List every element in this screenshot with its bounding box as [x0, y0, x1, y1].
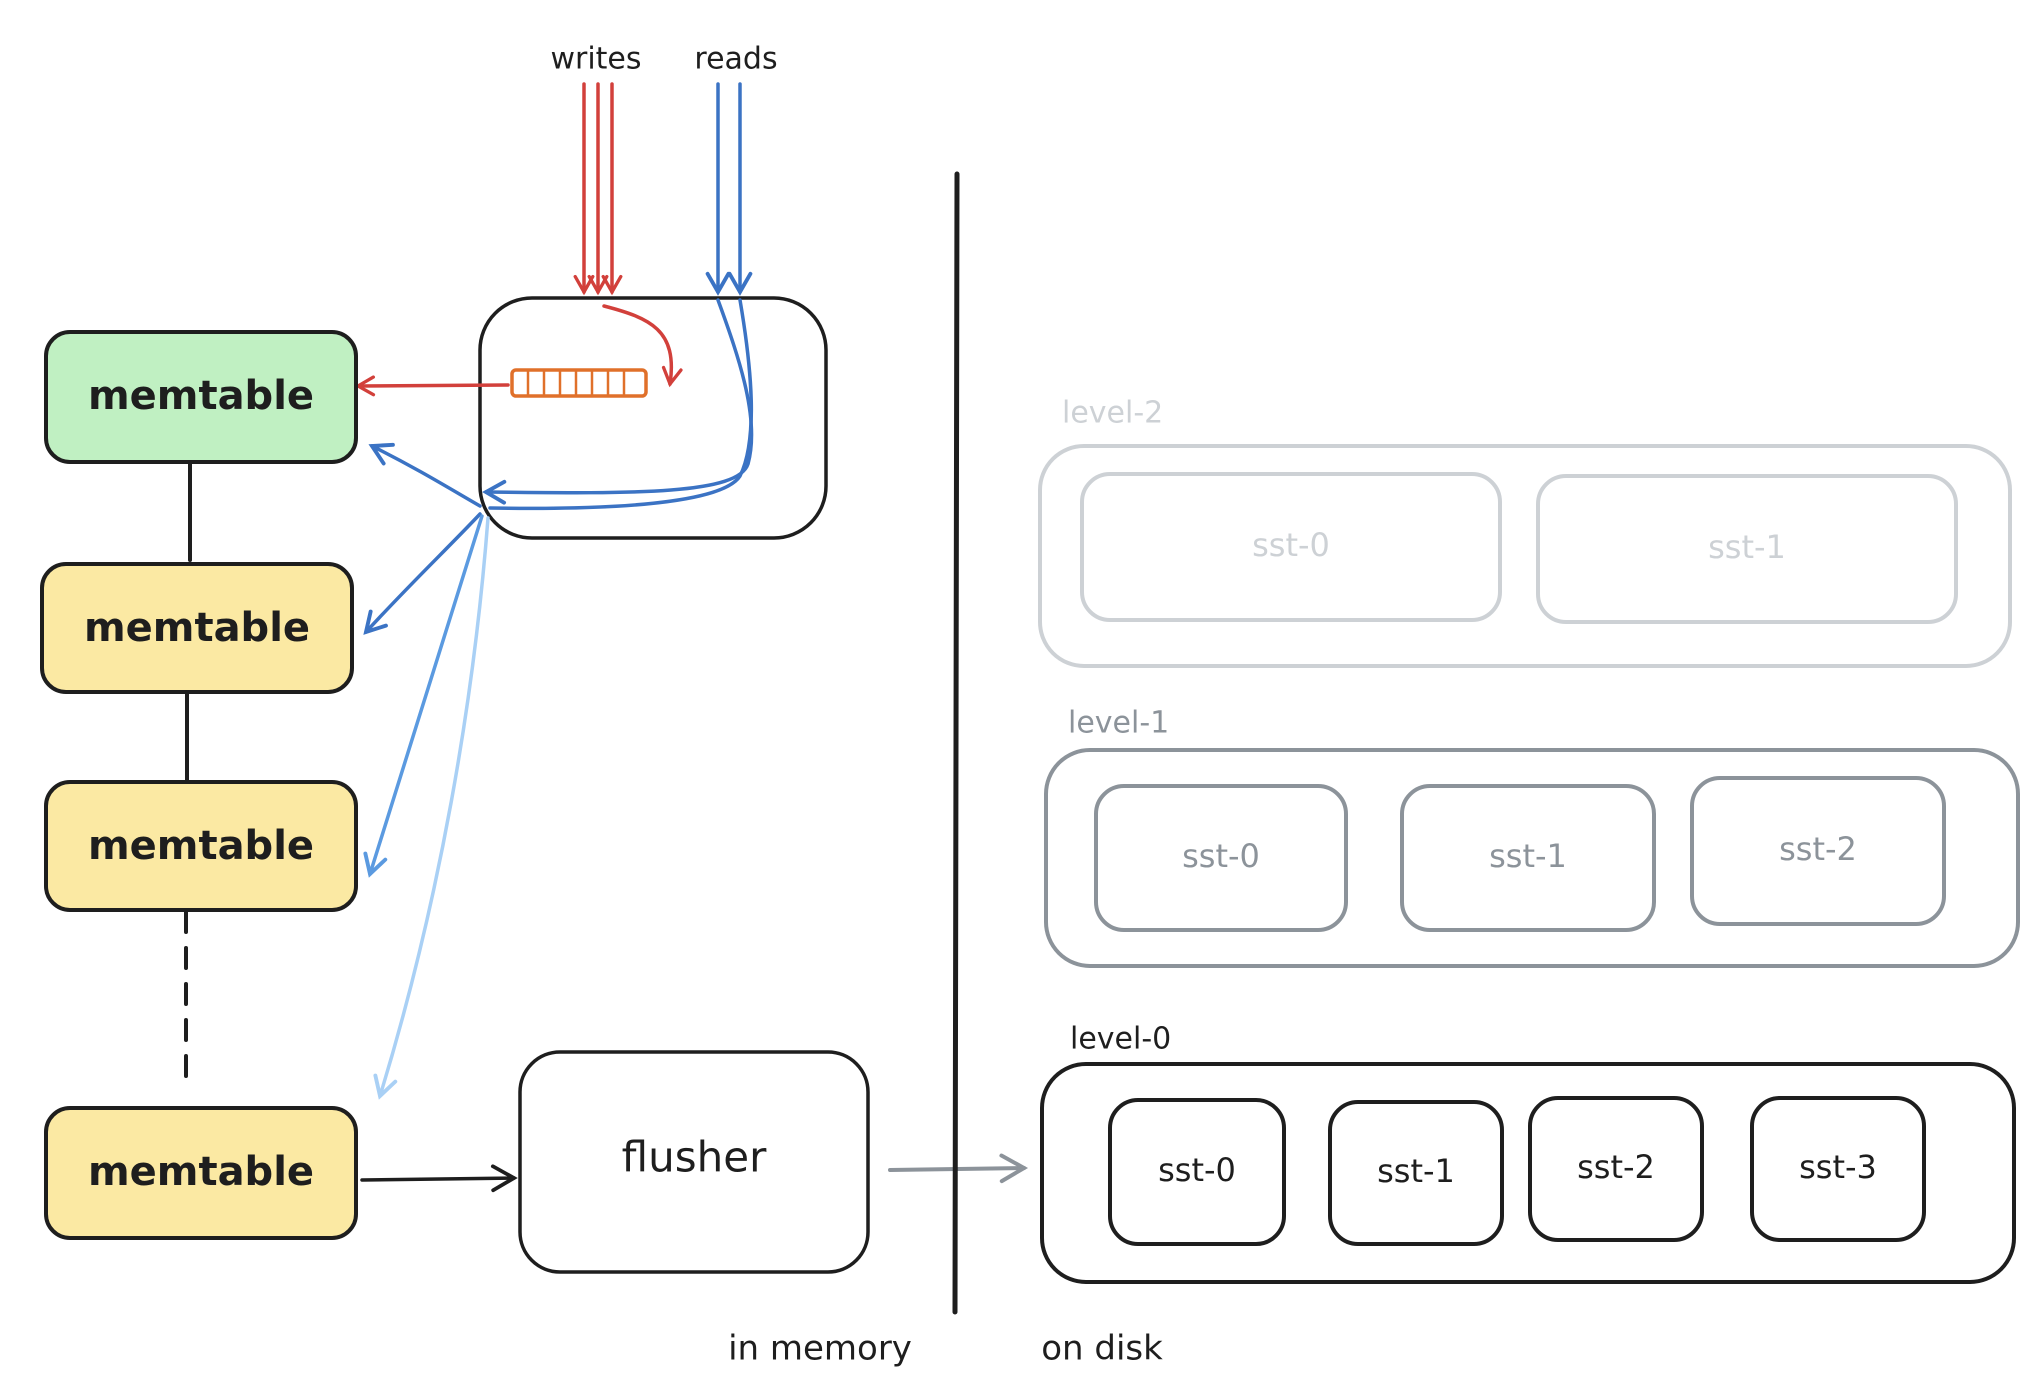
sst-box: [1328, 1100, 1504, 1246]
write-to-wal-arrow: [602, 304, 683, 388]
sst-box: [1108, 1098, 1286, 1246]
memtable-immutable: memtable: [44, 780, 358, 912]
read-to-memtable-arrows: [363, 442, 490, 1100]
sst-label: sst-1: [1377, 1152, 1455, 1190]
in-memory-label: in memory: [728, 1329, 912, 1369]
flusher-label: flusher: [622, 1133, 767, 1182]
read-arrow-memtable-2: [363, 514, 484, 878]
level-2: level-2 sst-0 sst-1: [1038, 396, 2012, 668]
level-label: level-0: [1070, 1022, 1171, 1057]
reads-label: reads: [694, 42, 777, 77]
wal-buffer-icon: [510, 368, 648, 398]
level-label: level-2: [1062, 396, 1163, 431]
sst-label: sst-0: [1252, 526, 1330, 564]
writes-label: writes: [550, 42, 641, 77]
memtable-label: memtable: [84, 605, 310, 651]
memtable-immutable: memtable: [44, 1106, 358, 1240]
sst-label: sst-1: [1489, 837, 1567, 875]
sst-label: sst-1: [1708, 528, 1786, 566]
memtable-box: [40, 562, 354, 694]
read-path-curve: [482, 298, 754, 511]
memtable-immutable: memtable: [40, 562, 354, 694]
memtable-box: [44, 330, 358, 464]
memtable-label: memtable: [88, 373, 314, 419]
memory-disk-divider: [952, 171, 960, 1315]
on-disk-label: on disk: [1041, 1329, 1163, 1369]
read-arrow-memtable-1: [363, 512, 482, 635]
front-end-box: [478, 296, 828, 540]
sst-box: [1690, 776, 1946, 926]
level-1: level-1 sst-0 sst-1 sst-2: [1044, 706, 2020, 968]
memtable-label: memtable: [88, 823, 314, 869]
memtable-active: memtable: [44, 330, 358, 464]
memtable-column: [184, 456, 192, 1088]
read-arrows: [705, 82, 753, 296]
level-box: [1038, 444, 2012, 668]
memtable-box: [44, 780, 358, 912]
write-arrows: [573, 82, 623, 296]
level-0: level-0 sst-0 sst-1 sst-2 sst-3: [1040, 1022, 2016, 1284]
sst-label: sst-0: [1158, 1151, 1236, 1189]
sst-label: sst-2: [1577, 1148, 1655, 1186]
sst-box: [1750, 1096, 1926, 1242]
sst-box: [1536, 474, 1958, 624]
sst-label: sst-0: [1182, 837, 1260, 875]
sst-box: [1080, 472, 1502, 622]
read-arrow-memtable-0: [368, 442, 482, 508]
memtable-box: [44, 1106, 358, 1240]
level-label: level-1: [1068, 706, 1169, 741]
sst-box: [1400, 784, 1656, 932]
wal-to-memtable-arrow: [354, 375, 510, 397]
memtable-label: memtable: [88, 1149, 314, 1195]
sst-label: sst-2: [1779, 830, 1857, 868]
sst-box: [1528, 1096, 1704, 1242]
memtable-to-flusher-arrow: [360, 1164, 518, 1193]
read-arrow-memtable-3: [373, 516, 490, 1100]
level-box: [1044, 748, 2020, 968]
sst-label: sst-3: [1799, 1148, 1877, 1186]
level-box: [1040, 1062, 2016, 1284]
flusher: flusher: [518, 1050, 870, 1274]
sst-box: [1094, 784, 1348, 932]
flusher-box: [518, 1050, 870, 1274]
